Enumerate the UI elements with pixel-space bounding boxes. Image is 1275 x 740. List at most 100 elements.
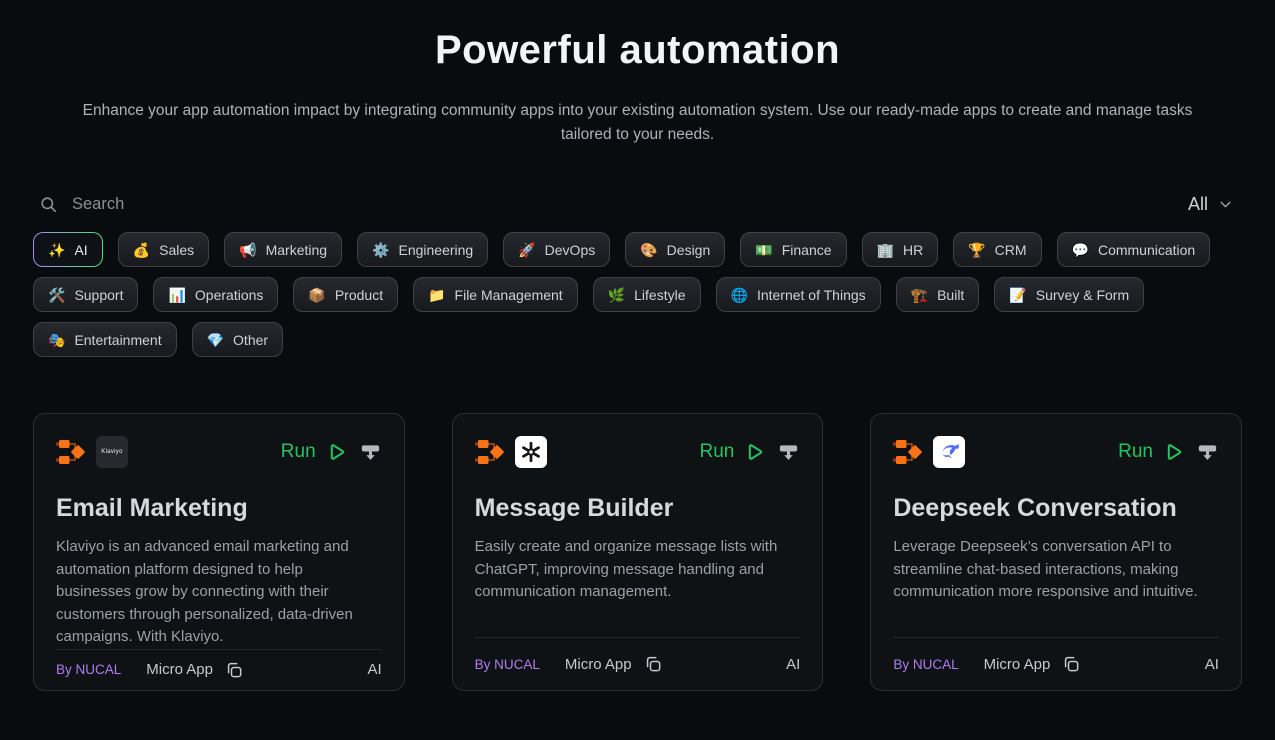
card-actions: Run xyxy=(699,441,800,464)
category-label: Entertainment xyxy=(74,331,162,348)
category-chip-list: ✨ AI 💰 Sales 📢 Marketing ⚙️ Engineering … xyxy=(33,232,1242,358)
nucal-logo xyxy=(56,436,88,468)
category-chip-engineering[interactable]: ⚙️ Engineering xyxy=(357,232,489,268)
category-chip-ai[interactable]: ✨ AI xyxy=(33,232,103,267)
filter-label: All xyxy=(1187,194,1208,215)
category-tag: AI xyxy=(786,655,801,673)
category-label: Other xyxy=(233,331,269,348)
category-label: Internet of Things xyxy=(756,286,866,303)
app-type: Micro App xyxy=(146,660,244,680)
category-label: Sales xyxy=(159,241,195,258)
category-chip-support[interactable]: 🛠️ Support xyxy=(33,277,139,313)
run-button[interactable]: Run xyxy=(281,441,346,463)
card-logos: Klaviyo xyxy=(56,436,128,469)
category-chip-file-management[interactable]: 📁 File Management xyxy=(413,277,578,313)
category-icon: 📦 xyxy=(308,286,326,303)
category-label: DevOps xyxy=(544,241,596,258)
card-header: Run xyxy=(474,436,801,469)
deepseek-logo xyxy=(933,436,966,469)
app-card[interactable]: Run Deepseek Con xyxy=(870,413,1242,692)
install-icon xyxy=(1196,441,1219,464)
category-chip-hr[interactable]: 🏢 HR xyxy=(861,232,939,268)
search-icon xyxy=(39,195,58,214)
card-footer: By NUCAL Micro App AI xyxy=(474,637,801,690)
category-chip-finance[interactable]: 💵 Finance xyxy=(740,232,847,268)
card-footer: By NUCAL Micro App AI xyxy=(56,648,382,691)
card-logos xyxy=(474,436,547,469)
nucal-logo xyxy=(474,436,507,468)
category-chip-survey-form[interactable]: 📝 Survey & Form xyxy=(994,277,1145,313)
category-icon: ✨ xyxy=(48,241,66,258)
play-icon xyxy=(742,441,764,463)
search-box[interactable] xyxy=(39,195,1188,215)
category-chip-devops[interactable]: 🚀 DevOps xyxy=(503,232,611,268)
copy-icon xyxy=(1061,654,1081,674)
play-icon xyxy=(1161,441,1183,463)
category-label: AI xyxy=(74,241,88,258)
category-icon: 🎨 xyxy=(640,241,658,258)
category-label: Finance xyxy=(781,241,832,258)
copy-icon xyxy=(224,660,244,680)
card-title: Deepseek Conversation xyxy=(893,494,1177,523)
category-chip-other[interactable]: 💎 Other xyxy=(191,322,284,358)
chevron-down-icon xyxy=(1217,196,1234,213)
category-chip-lifestyle[interactable]: 🌿 Lifestyle xyxy=(592,277,701,313)
run-button[interactable]: Run xyxy=(1118,441,1183,463)
category-icon: 🏗️ xyxy=(910,286,929,303)
category-icon: 🌿 xyxy=(607,286,626,303)
category-icon: 🎭 xyxy=(48,331,66,348)
card-description: Leverage Deepseek’s conversation API to … xyxy=(893,538,1198,601)
category-label: Built xyxy=(937,286,965,303)
klaviyo-logo-text: Klaviyo xyxy=(101,449,123,456)
app-card[interactable]: Run Message Buil xyxy=(451,413,824,692)
category-icon: 🚀 xyxy=(518,241,536,258)
category-icon: 📢 xyxy=(239,241,257,258)
filter-dropdown[interactable]: All xyxy=(1188,194,1234,215)
category-icon: 🏢 xyxy=(876,241,894,258)
card-title: Message Builder xyxy=(474,494,674,523)
category-chip-crm[interactable]: 🏆 CRM xyxy=(953,232,1042,268)
install-button[interactable] xyxy=(777,441,800,464)
run-label: Run xyxy=(699,441,735,463)
category-icon: 💎 xyxy=(206,331,225,348)
publisher-label: By NUCAL xyxy=(893,656,959,672)
category-icon: 🌐 xyxy=(730,286,748,303)
category-icon: 📝 xyxy=(1009,286,1027,303)
run-label: Run xyxy=(1118,441,1153,463)
app-type: Micro App xyxy=(565,654,663,674)
card-description: Easily create and organize message lists… xyxy=(474,538,778,601)
category-tag: AI xyxy=(1204,655,1219,673)
card-actions: Run xyxy=(1118,441,1219,464)
category-icon: 📁 xyxy=(428,286,446,303)
category-label: Marketing xyxy=(265,241,328,258)
search-input[interactable] xyxy=(72,195,572,215)
install-button[interactable] xyxy=(359,441,382,464)
category-chip-design[interactable]: 🎨 Design xyxy=(625,232,726,268)
category-chip-sales[interactable]: 💰 Sales xyxy=(117,232,210,268)
category-label: Support xyxy=(74,286,124,303)
category-chip-entertainment[interactable]: 🎭 Entertainment xyxy=(33,322,177,358)
category-chip-communication[interactable]: 💬 Communication xyxy=(1056,232,1211,268)
page-title: Powerful automation xyxy=(434,28,841,72)
category-label: Engineering xyxy=(398,241,474,258)
category-label: Operations xyxy=(194,286,264,303)
openai-logo xyxy=(514,436,547,469)
category-label: Product xyxy=(334,286,384,303)
klaviyo-logo: Klaviyo xyxy=(96,436,128,469)
card-title: Email Marketing xyxy=(56,494,248,523)
install-button[interactable] xyxy=(1196,441,1219,464)
category-icon: 💰 xyxy=(132,241,151,258)
app-card[interactable]: Klaviyo Run xyxy=(33,413,405,692)
copy-icon xyxy=(643,654,663,674)
play-icon xyxy=(324,441,346,463)
category-chip-built[interactable]: 🏗️ Built xyxy=(895,277,980,313)
category-chip-product[interactable]: 📦 Product xyxy=(293,277,399,313)
install-icon xyxy=(359,441,382,464)
category-chip-internet-of-things[interactable]: 🌐 Internet of Things xyxy=(715,277,881,313)
run-button[interactable]: Run xyxy=(699,441,764,463)
category-chip-marketing[interactable]: 📢 Marketing xyxy=(224,232,343,268)
run-label: Run xyxy=(280,441,316,463)
category-label: Lifestyle xyxy=(634,286,686,303)
page-subtitle: Enhance your app automation impact by in… xyxy=(82,102,1193,144)
category-chip-operations[interactable]: 📊 Operations xyxy=(153,277,279,313)
